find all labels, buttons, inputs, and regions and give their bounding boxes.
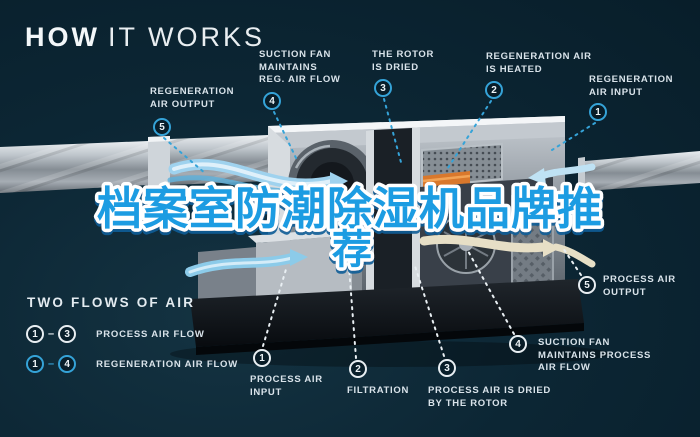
badge-top-5: 5 [153,118,171,136]
regeneration-fan-icon [288,140,376,228]
leader-line-dried-by-rotor [413,262,445,357]
leader-line-rotor-dried [383,98,403,167]
leader-line-suction-process [467,250,515,335]
watermark-line2: 荐 [332,227,372,273]
legend-label-process: PROCESS AIR FLOW [96,328,205,340]
legend-row-process: 1 – 3 PROCESS AIR FLOW [26,324,205,344]
leader-line-filtration [348,266,357,359]
legend-badge-to-4: 4 [58,355,77,373]
callout-process-input-label: PROCESS AIR INPUT [250,374,323,398]
leader-line-process-output [562,247,582,276]
callout-rotor-dried-label: THE ROTOR IS DRIED [372,49,435,73]
leader-line-suction-reg [273,111,297,159]
callout-suction-process-label: SUCTION FAN MAINTAINS PROCESS AIR FLOW [538,337,652,374]
watermark-line1: 档案室防潮除湿机品牌推 [97,182,603,235]
machine-base [190,279,584,355]
legend-label-regeneration: REGENERATION AIR FLOW [96,358,239,370]
callout-process-output-label: PROCESS AIR OUTPUT [603,274,676,298]
badge-bottom-3: 3 [438,359,456,377]
badge-top-2: 2 [485,81,503,99]
legend-dash: – [48,328,55,340]
callout-filtration-label: FILTRATION [347,385,410,396]
badge-top-4: 4 [263,92,281,110]
rotor-chamber [374,128,412,308]
legend-row-regeneration: 1 – 4 REGENERATION AIR FLOW [26,354,238,374]
leader-line-process-input [262,265,288,347]
legend-badge-from-1b: 1 [26,355,44,373]
machine-cutaway [190,116,584,355]
leader-line-reg-output [163,137,207,175]
regeneration-air-ribbon [167,158,348,194]
legend-badge-from-1: 1 [26,325,44,343]
legend-heading: TWO FLOWS OF AIR [27,295,196,310]
callout-dried-by-rotor-label: PROCESS AIR IS DRIED BY THE ROTOR [428,385,551,409]
badge-top-1: 1 [589,103,607,121]
process-air-output-ribbon [419,214,596,268]
callout-reg-air-output-label: REGENERATION AIR OUTPUT [150,86,235,110]
page-title-light: IT WORKS [107,22,265,52]
leader-line-air-heated [445,100,492,172]
regeneration-air-input-ribbon [528,163,596,185]
badge-bottom-1: 1 [253,349,271,367]
badge-bottom-4: 4 [509,335,527,353]
badge-top-3: 3 [374,79,392,97]
callout-air-heated-label: REGENERATION AIR IS HEATED [486,51,592,75]
callout-suction-reg-label: SUCTION FAN MAINTAINS REG. AIR FLOW [259,49,341,86]
watermark-title: 档案室防潮除湿机品牌推 荐 [93,179,605,277]
page-title-bold: HOW [25,22,100,52]
process-air-input-ribbon [185,249,308,277]
legend-badge-to-3: 3 [58,325,77,343]
legend-dash-2: – [48,358,55,370]
badge-bottom-2: 2 [349,360,367,378]
badge-bottom-5: 5 [578,276,596,294]
leader-line-reg-input [551,122,596,151]
callout-reg-air-input-label: REGENERATION AIR INPUT [589,74,674,98]
